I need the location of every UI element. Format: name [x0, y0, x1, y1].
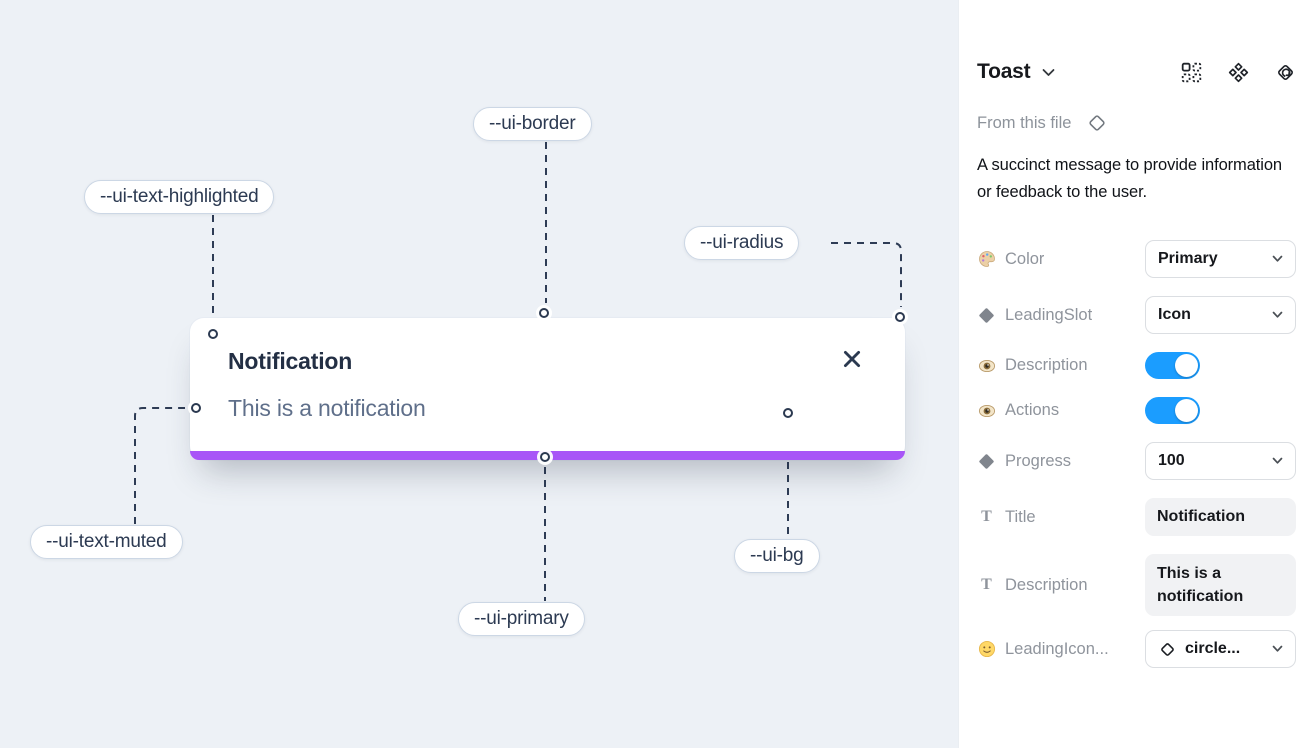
- anchor-ui-text-highlighted: [208, 329, 218, 339]
- diamond-icon: [977, 453, 996, 469]
- ui-text-muted-connector-line: [134, 407, 185, 524]
- description-toggle[interactable]: [1145, 352, 1200, 379]
- text-icon: T: [981, 576, 992, 593]
- property-row-leadingicon: LeadingIcon... circle...: [977, 630, 1296, 668]
- smiley-icon: [977, 640, 996, 658]
- leadingslot-select[interactable]: Icon: [1145, 296, 1296, 334]
- component-grid-icon[interactable]: [1181, 62, 1202, 83]
- close-icon[interactable]: [841, 348, 863, 370]
- description-field[interactable]: This is a notification: [1145, 554, 1296, 616]
- properties-list: Color Primary LeadingSlot Icon: [977, 240, 1296, 668]
- source-row: From this file: [977, 110, 1296, 136]
- toast-title: Notification: [228, 348, 353, 374]
- ui-radius-connector-line: [831, 242, 902, 307]
- property-label: Actions: [1005, 401, 1060, 419]
- anchor-ui-radius: [895, 312, 905, 322]
- annotation-ui-text-muted: --ui-text-muted: [30, 525, 183, 559]
- chevron-down-icon[interactable]: [1042, 68, 1055, 77]
- design-canvas: Notification This is a notification --ui…: [0, 0, 958, 748]
- leadingicon-select[interactable]: circle...: [1145, 630, 1296, 668]
- eye-icon: [977, 357, 996, 375]
- property-label: Description: [1005, 575, 1088, 594]
- anchor-ui-primary: [540, 452, 550, 462]
- component-icon[interactable]: [1228, 62, 1249, 83]
- anchor-ui-border: [539, 308, 549, 318]
- annotation-ui-primary: --ui-primary: [458, 602, 585, 636]
- palette-icon: [977, 250, 996, 268]
- diamond-outline-icon: [1158, 640, 1177, 659]
- text-icon: T: [981, 508, 992, 525]
- property-row-description-text: T Description This is a notification: [977, 554, 1296, 616]
- property-row-description-toggle: Description: [977, 352, 1296, 379]
- annotation-ui-bg: --ui-bg: [734, 539, 820, 573]
- property-label: Description: [1005, 356, 1088, 374]
- component-title: Toast: [977, 60, 1031, 83]
- property-label: Color: [1005, 249, 1045, 268]
- panel-header: Toast: [977, 58, 1296, 86]
- annotation-ui-radius: --ui-radius: [684, 226, 800, 260]
- annotation-ui-text-highlighted: --ui-text-highlighted: [84, 180, 275, 214]
- properties-panel: Toast: [958, 0, 1312, 748]
- component-description: A succinct message to provide informatio…: [977, 156, 1282, 201]
- property-label: Progress: [1005, 451, 1072, 470]
- chevron-down-icon: [1266, 645, 1283, 653]
- property-row-actions-toggle: Actions: [977, 397, 1296, 424]
- progress-select[interactable]: 100: [1145, 442, 1296, 480]
- actions-toggle[interactable]: [1145, 397, 1200, 424]
- property-row-leadingslot: LeadingSlot Icon: [977, 296, 1296, 334]
- property-label: Title: [1005, 507, 1036, 526]
- go-to-main-component-icon[interactable]: [1275, 62, 1296, 83]
- title-field[interactable]: Notification: [1145, 498, 1296, 536]
- property-row-progress: Progress 100: [977, 442, 1296, 480]
- property-label: LeadingSlot: [1005, 305, 1093, 324]
- property-row-title: T Title Notification: [977, 498, 1296, 536]
- color-select[interactable]: Primary: [1145, 240, 1296, 278]
- toast-description: This is a notification: [228, 395, 426, 421]
- chevron-down-icon: [1266, 457, 1283, 465]
- property-row-color: Color Primary: [977, 240, 1296, 278]
- diamond-outline-icon: [1085, 111, 1109, 135]
- annotation-ui-border: --ui-border: [473, 107, 592, 141]
- anchor-ui-bg: [783, 408, 793, 418]
- anchor-ui-text-muted: [191, 403, 201, 413]
- eye-icon: [977, 402, 996, 420]
- toast-card[interactable]: Notification This is a notification: [190, 318, 905, 460]
- property-label: LeadingIcon...: [1005, 639, 1109, 658]
- chevron-down-icon: [1266, 311, 1283, 319]
- diamond-icon: [977, 307, 996, 323]
- chevron-down-icon: [1266, 255, 1283, 263]
- source-label: From this file: [977, 113, 1072, 132]
